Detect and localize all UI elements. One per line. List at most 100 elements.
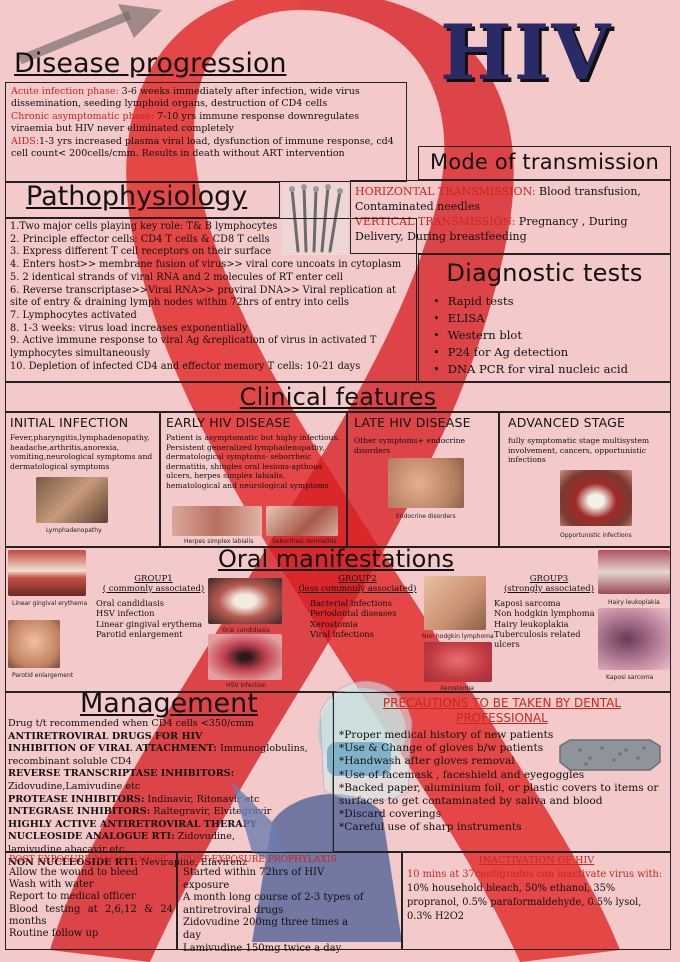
diagnostic-test-item: DNA PCR for viral nucleic acid — [433, 361, 670, 378]
management-title: Management — [80, 688, 258, 719]
inactivation-highlight: 10 mins at 37centigrades can inactivate … — [407, 869, 663, 880]
oral-group-item: Xerostomia — [310, 618, 358, 629]
post-exposure-management-item: Blood testing at 2,6,12 & 24 months — [9, 903, 173, 927]
diagnostic-test-item: ELISA — [433, 310, 670, 327]
oral-group-3: GROUP3 (strongly associated) Kaposi sarc… — [494, 574, 604, 649]
disease-progression-list: Acute infection phase: 3-6 weeks immedia… — [11, 86, 401, 160]
management-item: INTEGRASE INHIBITORS: Raltegravir, Elvit… — [8, 806, 333, 819]
diagnostic-test-item: Western blot — [433, 327, 670, 344]
pathophysiology-item: 9. Active immune response to viral Ag &r… — [10, 335, 377, 360]
non-hodgkin-lymphoma-photo — [424, 576, 486, 630]
management-item-text: Raltegravir, Elvitegravir — [150, 806, 272, 818]
post-exposure-prophylaxis-title: POST EXPOSURE PROPHYLAXIS — [183, 855, 337, 865]
management-item: NON NUCLEOSIDE RTI: Nevirapine, Efaviren… — [8, 857, 333, 870]
management-item-text: Zidovudine,Lamivudine etc — [8, 780, 141, 792]
pathophysiology-item: 2. Principle effector cells: CD4 T cells… — [10, 233, 270, 245]
precaution-item: *Proper medical history of new patients — [339, 729, 554, 741]
seborrheic-dermatitis-photo — [266, 506, 338, 536]
clinical-features-title: Clinical features — [239, 383, 437, 411]
oral-group-item: Bacterial infections — [310, 598, 393, 609]
management-item-label: REVERSE TRANSCRIPTASE INHIBITORS: — [8, 768, 235, 780]
management-item: ANTIRETROVIRAL DRUGS FOR HIV — [8, 731, 333, 744]
dental-instruments-icon — [282, 183, 348, 255]
endocrine-disorders-photo — [388, 458, 464, 508]
parotid-enlargement-photo — [8, 620, 60, 668]
phase-name: AIDS: — [11, 135, 39, 147]
oral-manifestations-title: Oral manifestations — [218, 545, 455, 573]
herpes-labialis-photo — [172, 506, 262, 536]
oral-group-item: Periodontal diseases — [310, 608, 397, 619]
photo-caption: Hairy leukoplakia — [608, 599, 660, 606]
page-title: HIV — [440, 8, 613, 97]
management-item-text: Zidovudine, lamivudine,abacavir etc — [8, 831, 235, 855]
precaution-item: *Use & Change of gloves b/w patients — [339, 742, 544, 755]
oral-group-item: Oral candidiasis — [96, 598, 164, 609]
oral-group-item: Non hodgkin lymphoma — [494, 608, 595, 619]
precaution-item: *Backed paper, aluminium foil, or plasti… — [339, 781, 659, 808]
post-exposure-management-item: Allow the wound to bleed — [9, 867, 139, 878]
oral-group-1: GROUP1 ( commonly associated) Oral candi… — [96, 574, 211, 639]
precaution-item: *Careful use of sharp instruments — [339, 821, 522, 834]
precautions-list: *Proper medical history of new patients*… — [339, 729, 665, 835]
transmission-item: HORIZONTAL TRANSMISSION: Blood transfusi… — [355, 184, 666, 214]
diagnostic-test-item: Rapid tests — [433, 293, 670, 310]
oral-group-2: GROUP2 (less commonly associated) Bacter… — [290, 574, 425, 639]
photo-caption: Non hodgkin lymphoma — [422, 633, 494, 640]
pathophysiology-item: 5. 2 identical strands of viral RNA and … — [10, 271, 343, 283]
photo-caption: Oral candidiasis — [222, 627, 270, 634]
phase-item: Chronic asymptomatic phase: 7-10 yrs imm… — [11, 111, 401, 136]
transmission-text: Blood transfusion, Contaminated needles — [355, 185, 641, 213]
precautions-title: PRECAUTIONS TO BE TAKEN BY DENTAL PROFES… — [382, 696, 622, 725]
oral-group-item: Viral infections — [310, 628, 374, 639]
management-item: INHIBITION OF VIRAL ATTACHMENT: Immunogl… — [8, 743, 333, 768]
pathophysiology-item: 10. Depletion of infected CD4 and effect… — [10, 360, 361, 372]
photo-caption: Xerostomia — [440, 685, 474, 692]
management-item-label: HIGHLY ACTIVE ANTIRETROVIRAL THERAPY — [8, 818, 257, 830]
management-item: HIGHLY ACTIVE ANTIRETROVIRAL THERAPY — [8, 819, 333, 832]
management-item-text: Indinavir, Ritonavir etc — [144, 793, 260, 805]
management-item-label: NON NUCLEOSIDE RTI: — [8, 856, 138, 868]
pathophysiology-item: 3. Express different T cell receptors on… — [10, 246, 272, 258]
diagnostic-tests-box: Diagnostic tests Rapid testsELISAWestern… — [418, 254, 671, 382]
precaution-item: *Discard coverings — [339, 808, 442, 821]
disease-progression-box: Acute infection phase: 3-6 weeks immedia… — [5, 82, 407, 182]
photo-caption: Parotid enlargement — [12, 672, 74, 679]
hairy-leukoplakia-photo — [598, 550, 670, 594]
oral-group-subtitle: ( commonly associated) — [102, 583, 205, 594]
doctor-faceshield-illustration — [232, 680, 413, 942]
kaposi-sarcoma-photo — [598, 608, 670, 670]
photo-caption: HSV infection — [226, 682, 267, 689]
post-exposure-management-item: Wash with water — [9, 879, 94, 891]
pathophysiology-box: 1.Two major cells playing key role: T& B… — [5, 218, 417, 382]
diagnostic-test-item: P24 for Ag detection — [433, 344, 670, 361]
clinical-features-title-box: Clinical features — [5, 382, 671, 412]
pathophysiology-item: 7. Lymphocytes activated — [10, 309, 137, 321]
management-item-label: INHIBITION OF VIRAL ATTACHMENT: — [8, 743, 217, 755]
pathophysiology-title-box: Pathophysiology — [5, 181, 280, 218]
management-intro: Drug t/t recommended when CD4 cells <350… — [8, 718, 254, 729]
phase-name: Acute infection phase: — [11, 86, 119, 97]
management-item: NUCLEOSIDE ANALOGUE RTI: Zidovudine, lam… — [8, 831, 333, 856]
photo-caption: Opportunistic infections — [560, 532, 632, 539]
clinical-stage-title: LATE HIV DISEASE — [354, 415, 471, 430]
management-item-label: PROTEASE INHIBITORS: — [8, 793, 145, 805]
inactivation-text: 10% household bleach, 50% ethanol, 35% p… — [407, 882, 642, 922]
pathophysiology-item: 6. Reverse transcriptase>>Viral RNA>> pr… — [10, 284, 396, 309]
clinical-stage-title: ADVANCED STAGE — [508, 415, 626, 430]
phase-item: AIDS:1-3 yrs increased plasma viral load… — [11, 136, 401, 161]
disease-progression-title: Disease progression — [14, 48, 287, 79]
post-exposure-prophylaxis-box: POST EXPOSURE PROPHYLAXIS Started within… — [177, 852, 402, 954]
phase-text: 1-3 yrs increased plasma viral load, dys… — [11, 135, 394, 160]
phase-text: 7-10 yrs immune response downregulates v… — [11, 110, 360, 135]
photo-caption: Seborrheic dermatitis — [272, 538, 337, 545]
clinical-stage-text: Patient is asymptomatic but highy infect… — [166, 433, 340, 490]
management-item-label: INTEGRASE INHIBITORS: — [8, 806, 151, 818]
post-exposure-management-item: Routine follow up — [9, 928, 99, 940]
oral-group-subtitle: (less commonly associated) — [298, 583, 417, 594]
